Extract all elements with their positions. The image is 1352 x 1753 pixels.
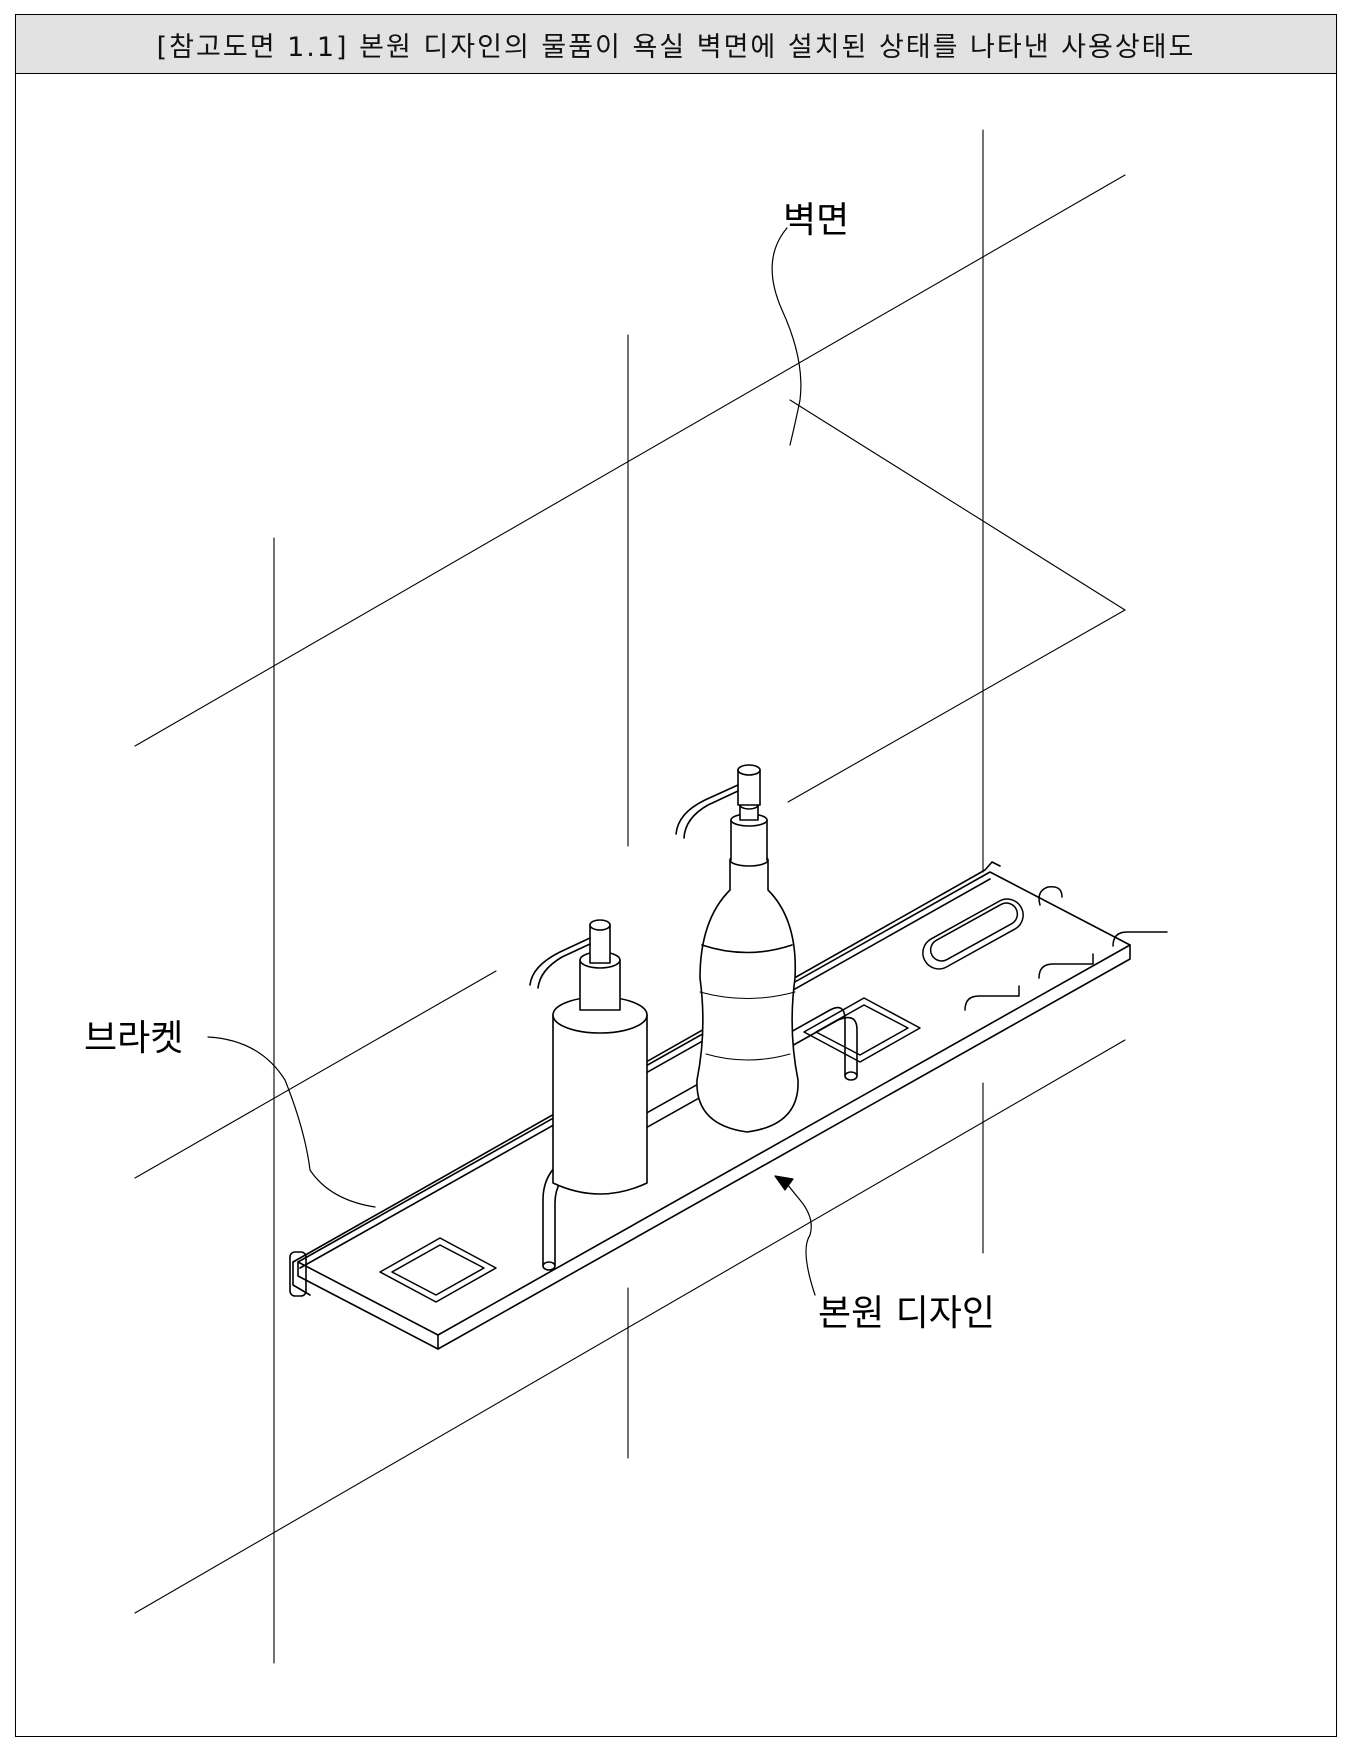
design-arrowhead: [774, 1175, 794, 1191]
soap-dispenser-bottle: [675, 764, 799, 1133]
design-label: 본원 디자인: [818, 1293, 995, 1334]
soap-cutouts: [379, 997, 921, 1303]
bracket-leader: [207, 1036, 376, 1208]
leader-lines: [207, 227, 816, 1296]
design-leader: [784, 1180, 816, 1296]
drawing-frame: [참고도면 1.1] 본원 디자인의 물품이 욕실 벽면에 설치된 상태를 나타…: [15, 14, 1337, 1737]
soap-dispenser-cylinder: [529, 919, 648, 1195]
figure-title: [참고도면 1.1] 본원 디자인의 물품이 욕실 벽면에 설치된 상태를 나타…: [16, 15, 1336, 74]
bracket-label: 브라켓: [84, 1018, 183, 1059]
wall-tile-verticals: [273, 129, 984, 1664]
wall-tile-lines: [134, 174, 1126, 1614]
toothbrush-slots: [922, 885, 1168, 1011]
wall-leader: [771, 227, 802, 446]
wall-label: 벽면: [783, 200, 849, 241]
